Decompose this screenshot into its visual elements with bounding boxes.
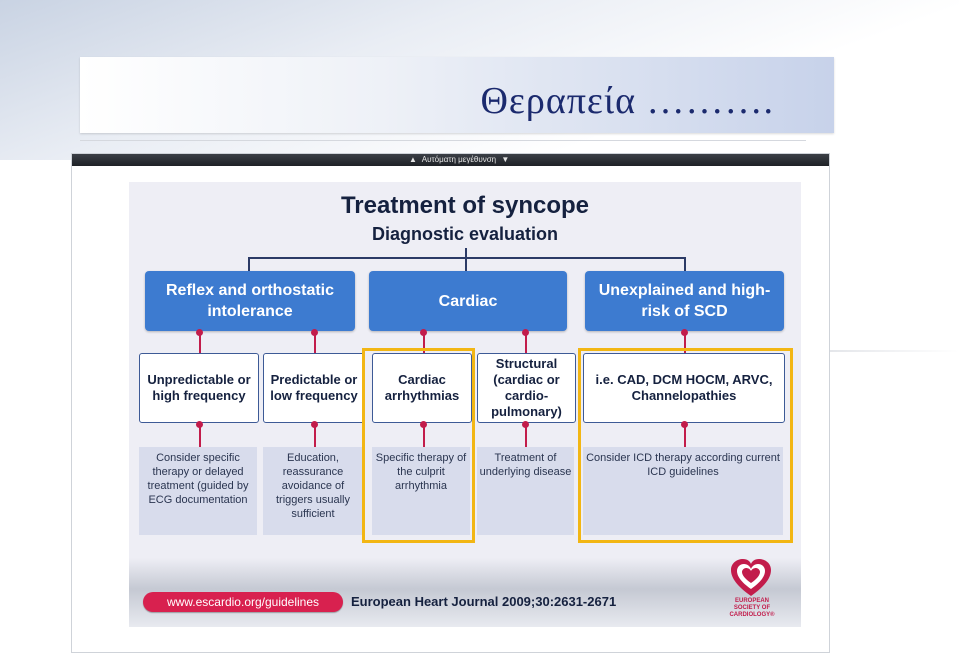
connector-dot <box>196 329 203 336</box>
syncope-flowchart: Treatment of syncope Diagnostic evaluati… <box>129 182 801 627</box>
connector-line <box>684 422 686 447</box>
treatment-predictable: Education, reassurance avoidance of trig… <box>263 447 363 535</box>
subcategory-channelopathies: i.e. CAD, DCM HOCM, ARVC, Channelopathie… <box>583 353 785 423</box>
connector-dot <box>420 421 427 428</box>
esc-heart-icon <box>731 559 771 596</box>
connector-dot <box>681 421 688 428</box>
decorative-line <box>830 350 959 352</box>
zoom-label: Αυτόματη μεγέθυνση <box>421 155 497 164</box>
esc-logo-text: EUROPEAN SOCIETY OF CARDIOLOGY® <box>729 598 775 618</box>
subcategory-unpredictable: Unpredictable or high frequency <box>139 353 259 423</box>
slide-title: Θεραπεία ………. <box>480 80 774 122</box>
subcategory-structural: Structural (cardiac or cardio-pulmonary) <box>477 353 576 423</box>
connector-line <box>314 331 316 353</box>
figure-title: Treatment of syncope <box>340 192 590 219</box>
connector-drop <box>465 257 467 271</box>
treatment-arrhythmias: Specific therapy of the culprit arrhythm… <box>372 447 470 535</box>
title-divider <box>80 140 806 141</box>
figure-subtitle: Diagnostic evaluation <box>371 224 559 244</box>
subcategory-arrhythmias: Cardiac arrhythmias <box>372 353 472 423</box>
connector-dot <box>420 329 427 336</box>
pdf-toolbar: ▲ Αυτόματη μεγέθυνση ▼ <box>72 154 829 166</box>
connector-dot <box>522 421 529 428</box>
connector-line <box>525 422 527 447</box>
connector-trunk <box>465 248 467 258</box>
category-unexplained: Unexplained and high-risk of SCD <box>585 271 784 331</box>
connector-dot <box>681 329 688 336</box>
connector-dot <box>196 421 203 428</box>
connector-line <box>684 331 686 353</box>
connector-line <box>423 422 425 447</box>
connector-line <box>423 331 425 353</box>
connector-drop <box>684 257 686 271</box>
title-bar: Θεραπεία ………. <box>80 57 834 133</box>
journal-citation: European Heart Journal 2009;30:2631-2671 <box>351 594 617 609</box>
embedded-screenshot: ▲ Αυτόματη μεγέθυνση ▼ Treatment of sync… <box>71 153 830 653</box>
connector-dot <box>522 329 529 336</box>
connector-line <box>314 422 316 447</box>
highlight-arrhythmias <box>362 348 475 543</box>
connector-dot <box>311 421 318 428</box>
zoom-up-icon[interactable]: ▲ <box>409 155 417 164</box>
connector-line <box>199 331 201 353</box>
highlight-high-risk <box>578 348 793 543</box>
treatment-structural: Treatment of underlying disease <box>477 447 574 535</box>
treatment-unpredictable: Consider specific therapy or delayed tre… <box>139 447 257 535</box>
category-cardiac: Cardiac <box>369 271 567 331</box>
category-reflex: Reflex and orthostatic intolerance <box>145 271 355 331</box>
connector-drop <box>248 257 250 271</box>
connector-line <box>525 331 527 353</box>
connector-line <box>199 422 201 447</box>
subcategory-predictable: Predictable or low frequency <box>263 353 365 423</box>
zoom-control[interactable]: ▲ Αυτόματη μεγέθυνση ▼ <box>406 154 564 166</box>
treatment-icd: Consider ICD therapy according current I… <box>583 447 783 535</box>
guidelines-link[interactable]: www.escardio.org/guidelines <box>143 592 343 612</box>
connector-dot <box>311 329 318 336</box>
chevron-down-icon[interactable]: ▼ <box>501 155 510 164</box>
